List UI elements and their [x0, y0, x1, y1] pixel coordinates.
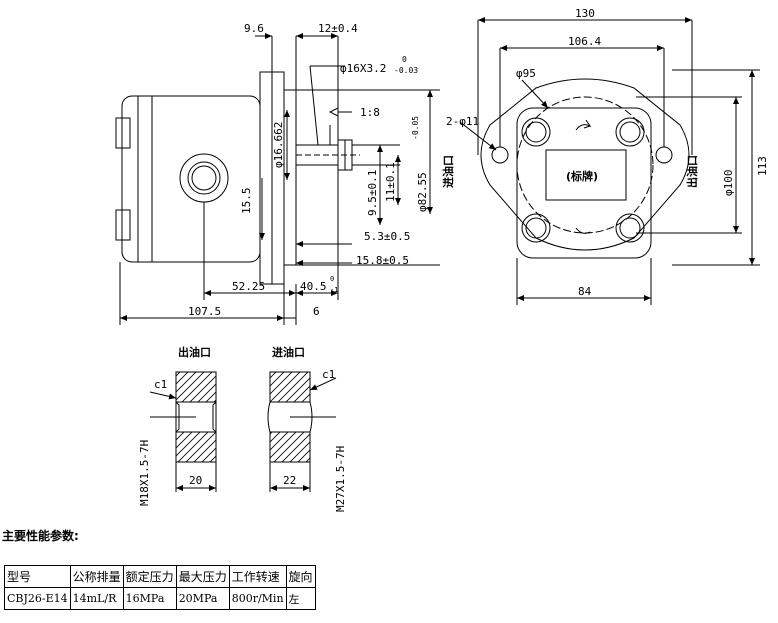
- dim-52-25: 52.25: [232, 280, 265, 293]
- header-max-pressure: 最大压力: [175, 565, 230, 588]
- outlet-chamfer: c1: [154, 378, 167, 391]
- dim-16662: φ16.662: [272, 122, 285, 168]
- value-rotation: 左: [285, 587, 316, 610]
- dim-106-4: 106.4: [568, 35, 601, 48]
- bolt-top-right: [615, 117, 645, 147]
- dim-40-5-tol-upper: 0: [330, 275, 334, 283]
- mount-hole-right: [655, 146, 673, 164]
- inlet-port-detail: [267, 371, 337, 492]
- inlet-thread: M27X1.5-7H: [334, 446, 347, 512]
- header-displacement: 公称排量: [69, 565, 124, 588]
- bolt-top-left: [521, 117, 551, 147]
- nameplate-label: (标牌): [566, 169, 598, 183]
- outlet-detail-title: 出油口: [178, 345, 211, 359]
- header-rotation: 旋向: [285, 565, 316, 588]
- front-view: [459, 17, 760, 305]
- outlet-label: 出油口: [685, 155, 699, 188]
- dim-8255: φ82.55: [416, 172, 429, 212]
- pump-body: [121, 95, 261, 263]
- dim-107-5: 107.5: [188, 305, 221, 318]
- params-header-row: 型号 公称排量 额定压力 最大压力 工作转速 旋向: [4, 565, 316, 588]
- dim-40-5-tol-lower: -1: [330, 286, 338, 294]
- port-detail-labels: 出油口 进油口 c1 c1 M18X1.5-7H M27X1.5-7H 20 2…: [138, 345, 347, 512]
- params-value-row: CBJ26-E14 14mL/R 16MPa 20MPa 800r/Min 左: [4, 587, 316, 610]
- inlet-chamfer: c1: [322, 368, 335, 381]
- dim-113: 113: [756, 156, 769, 176]
- dim-shaft-tol-lower: -0.03: [394, 66, 418, 75]
- outlet-port-detail: [149, 371, 217, 492]
- dim-11: 11±0.1: [384, 162, 397, 202]
- value-rated-pressure: 16MPa: [122, 587, 177, 610]
- bolt-bottom-left: [521, 213, 551, 243]
- dim-phi95: φ95: [516, 67, 536, 80]
- dim-12: 12±0.4: [318, 22, 358, 35]
- front-flange-outline: [480, 78, 690, 251]
- dim-9-6: 9.6: [244, 22, 264, 35]
- dim-5-3: 5.3±0.5: [364, 230, 410, 243]
- inlet-label: 进油口: [441, 155, 455, 188]
- inlet-detail-title: 进油口: [272, 345, 305, 359]
- inlet-depth: 22: [283, 474, 296, 487]
- dim-8255-tol: -0.05: [411, 116, 420, 140]
- dim-15-5: 15.5: [240, 188, 253, 215]
- side-port: [179, 153, 229, 203]
- value-displacement: 14mL/R: [69, 587, 124, 610]
- dim-40-5: 40.5: [300, 280, 327, 293]
- outlet-thread: M18X1.5-7H: [138, 440, 151, 506]
- value-speed: 800r/Min: [228, 587, 287, 610]
- side-view: [115, 33, 440, 325]
- mount-hole-left: [491, 146, 509, 164]
- outlet-depth: 20: [189, 474, 202, 487]
- dim-phi100: φ100: [722, 170, 735, 197]
- dim-84: 84: [578, 285, 592, 298]
- dim-130: 130: [575, 7, 595, 20]
- dim-6: 6: [313, 305, 320, 318]
- front-view-labels: 130 106.4 φ95 2-φ11 φ100 113 84 进油口 出油口 …: [441, 7, 769, 298]
- nameplate: [545, 149, 627, 201]
- params-table: 型号 公称排量 额定压力 最大压力 工作转速 旋向 CBJ26-E14 14mL…: [4, 565, 316, 610]
- side-view-labels: 9.6 12±0.4 φ16X3.2 0 -0.03 1:8 φ16.662 φ…: [188, 22, 429, 318]
- header-rated-pressure: 额定压力: [122, 565, 177, 588]
- pump-body-front: [516, 107, 652, 259]
- dim-9-5: 9.5±0.1: [366, 170, 379, 216]
- dim-shaft: φ16X3.2: [340, 62, 386, 75]
- technical-drawing: 9.6 12±0.4 φ16X3.2 0 -0.03 1:8 φ16.662 φ…: [115, 7, 769, 512]
- header-model: 型号: [4, 565, 71, 588]
- value-max-pressure: 20MPa: [175, 587, 230, 610]
- params-title: 主要性能参数:: [2, 529, 79, 543]
- dim-taper: 1:8: [360, 106, 380, 119]
- dim-15-8: 15.8±0.5: [356, 254, 409, 267]
- dim-holes: 2-φ11: [446, 115, 479, 128]
- header-speed: 工作转速: [228, 565, 287, 588]
- bolt-bottom-right: [615, 213, 645, 243]
- dim-shaft-tol-upper: 0: [402, 55, 407, 64]
- value-model: CBJ26-E14: [4, 587, 71, 610]
